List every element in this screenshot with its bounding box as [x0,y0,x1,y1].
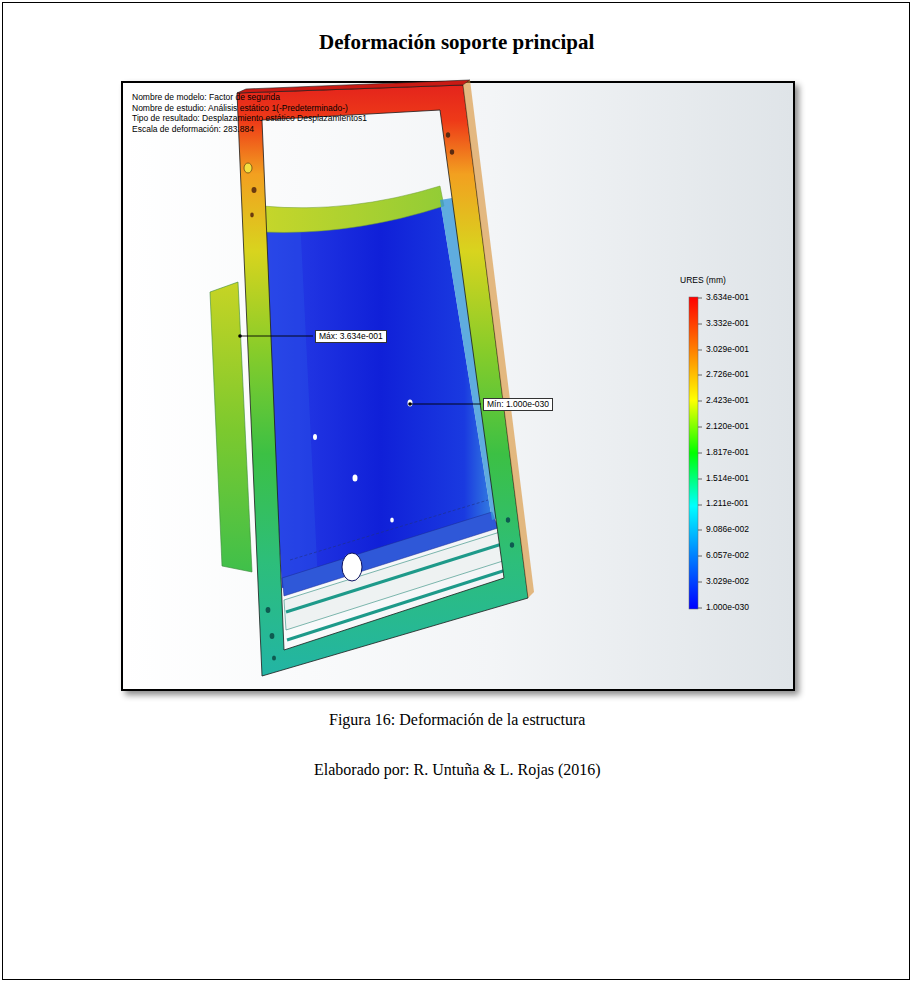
study-info: Nombre de estudio: Análisis estático 1(-… [132,103,348,113]
figure-caption: Figura 16: Deformación de la estructura [329,711,585,729]
scale-value: 3.634e-001 [706,292,749,302]
scale-value: 2.423e-001 [706,395,749,405]
figure-title: Deformación soporte principal [319,30,594,55]
scale-value: 1.000e-030 [706,602,749,612]
scale-value: 9.086e-002 [706,524,749,534]
callout-box: Mín: 1.000e-030 [483,398,553,411]
callout-text: Mín: 1.000e-030 [487,399,549,409]
scale-value: 3.029e-002 [706,576,749,586]
scale-value: 3.332e-001 [706,318,749,328]
scale-value: 2.120e-001 [706,421,749,431]
scale-value: 2.726e-001 [706,369,749,379]
scale-value: 1.514e-001 [706,473,749,483]
study-info: Escala de deformación: 283.884 [132,124,254,134]
study-info: Nombre de modelo: Factor de segurida [132,92,280,102]
scale-value: 1.817e-001 [706,447,749,457]
author-credit: Elaborado por: R. Untuña & L. Rojas (201… [314,760,601,779]
callout-text: Máx: 3.634e-001 [319,331,383,341]
study-info: Tipo de resultado: Desplazamiento estáti… [132,113,367,123]
scale-value: 3.029e-001 [706,344,749,354]
callout-box: Máx: 3.634e-001 [315,330,387,343]
scale-value: 6.057e-002 [706,550,749,560]
legend-title: URES (mm) [680,275,726,285]
scale-value: 1.211e-001 [706,498,748,508]
